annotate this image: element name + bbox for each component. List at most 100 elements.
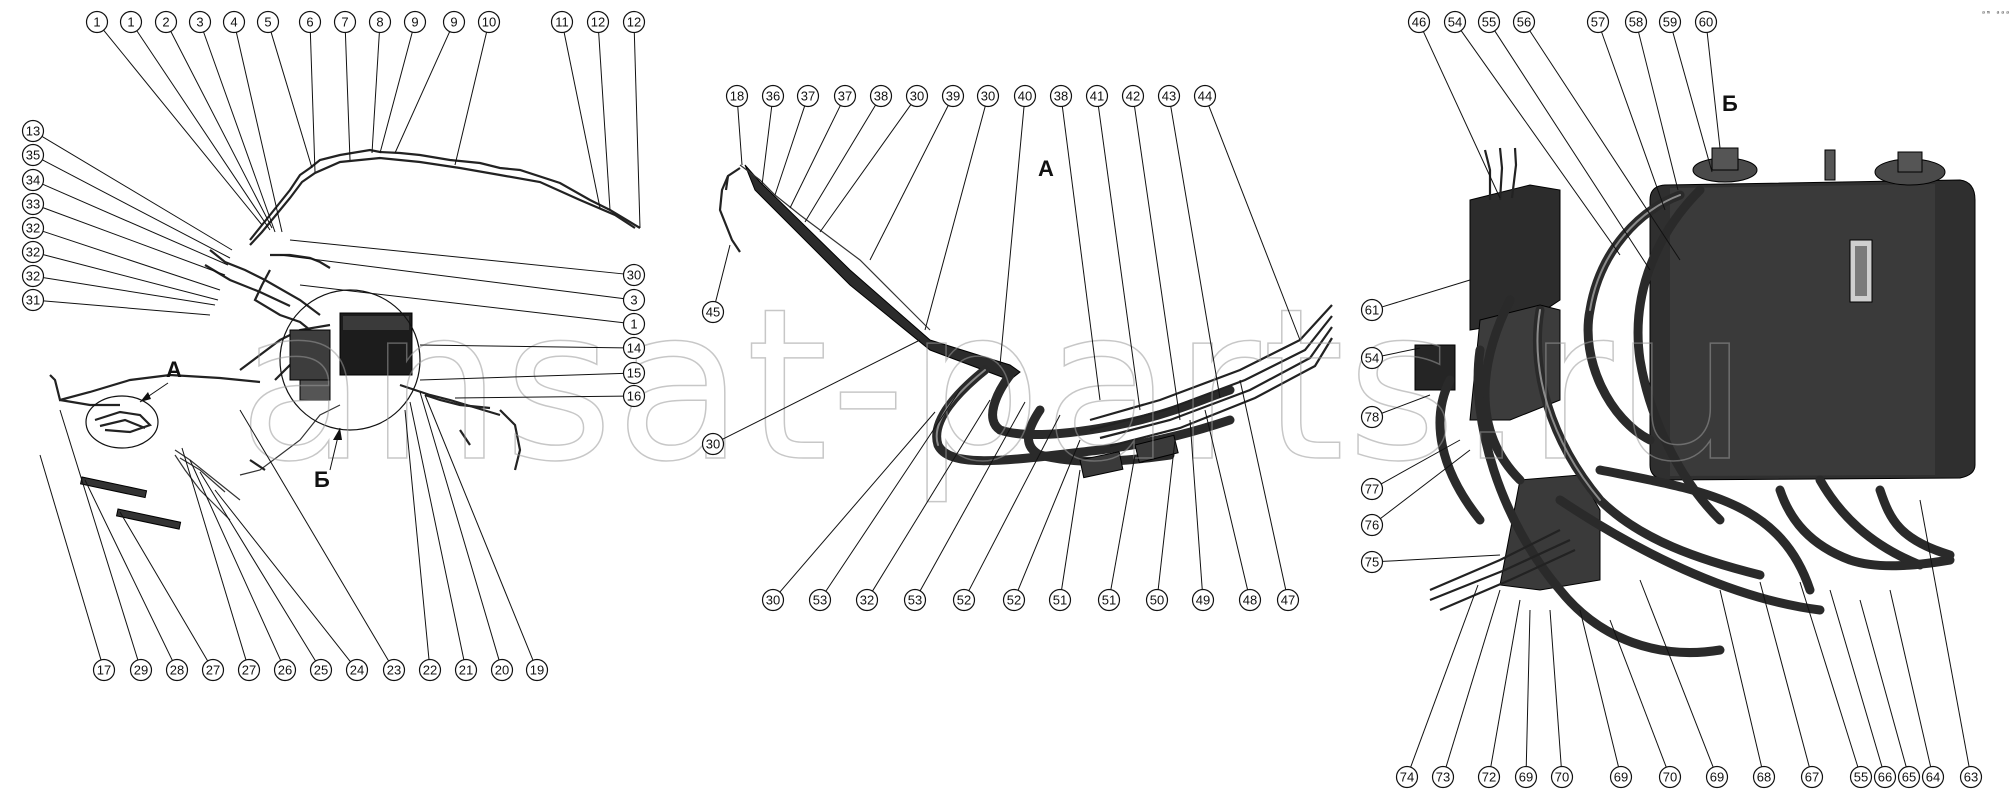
- callout-16: 16: [622, 384, 646, 408]
- callout-11: 11: [550, 10, 574, 34]
- callout-circle: [1085, 84, 1109, 108]
- callout-78: 78: [1360, 405, 1384, 429]
- leader-line-43: [1170, 106, 1221, 399]
- leader-line-22: [404, 409, 430, 660]
- callout-4: 4: [222, 10, 246, 34]
- callout-number: 45: [706, 305, 720, 320]
- callout-number: 29: [134, 663, 148, 678]
- leader-line-46: [1422, 31, 1501, 199]
- leader-line-30: [924, 106, 986, 331]
- leader-line-30: [722, 339, 921, 440]
- callout-circle: [1477, 10, 1501, 34]
- callout-circle: [382, 658, 406, 682]
- callout-72: 72: [1477, 765, 1501, 789]
- callout-circle: [550, 10, 574, 34]
- leader-line-57: [1601, 31, 1666, 211]
- callout-36: 36: [761, 84, 785, 108]
- callout-33: 33: [21, 192, 45, 216]
- leader-line-51: [1110, 454, 1136, 590]
- callout-52: 52: [1002, 588, 1026, 612]
- leader-line-18: [737, 106, 743, 166]
- callout-55: 55: [1477, 10, 1501, 34]
- callout-circle: [808, 588, 832, 612]
- callout-circle: [237, 658, 261, 682]
- leader-line-72: [1490, 599, 1521, 767]
- callout-number: 24: [350, 663, 364, 678]
- callout-circle: [701, 300, 725, 324]
- callout-circle: [119, 10, 143, 34]
- callout-67: 67: [1800, 765, 1824, 789]
- callout-30: 30: [761, 588, 785, 612]
- callout-circle: [256, 10, 280, 34]
- callout-26: 26: [273, 658, 297, 682]
- callout-circle: [273, 658, 297, 682]
- callout-circle: [154, 10, 178, 34]
- leader-line-65: [1859, 599, 1907, 768]
- callout-number: 34: [26, 173, 40, 188]
- callout-number: 67: [1805, 770, 1819, 785]
- leader-line-66: [1829, 589, 1883, 768]
- leader-line-55: [1494, 30, 1651, 271]
- callout-3: 3: [188, 10, 212, 34]
- leader-line-68: [1719, 589, 1763, 767]
- callout-number: 69: [1614, 770, 1628, 785]
- leader-line-31: [43, 300, 211, 316]
- callout-circle: [165, 658, 189, 682]
- callout-47: 47: [1276, 588, 1300, 612]
- callout-circle: [586, 10, 610, 34]
- callout-53: 53: [903, 588, 927, 612]
- callout-circle: [725, 84, 749, 108]
- callout-8: 8: [368, 10, 392, 34]
- callout-3: 3: [622, 288, 646, 312]
- callout-number: 74: [1400, 770, 1414, 785]
- callout-number: 78: [1365, 410, 1379, 425]
- callout-52: 52: [952, 588, 976, 612]
- callout-number: 4: [230, 15, 237, 30]
- leader-line-67: [1759, 581, 1810, 767]
- leader-line-48: [1204, 409, 1249, 590]
- callout-number: 12: [591, 15, 605, 30]
- callout-number: 69: [1710, 770, 1724, 785]
- callout-number: 73: [1436, 770, 1450, 785]
- callout-58: 58: [1624, 10, 1648, 34]
- leader-line-75: [1382, 554, 1501, 562]
- leader-line-69: [1579, 609, 1619, 767]
- callout-number: 32: [860, 593, 874, 608]
- callout-number: 66: [1878, 770, 1892, 785]
- callout-number: 72: [1482, 770, 1496, 785]
- callout-69: 69: [1705, 765, 1729, 789]
- callout-number: 20: [495, 663, 509, 678]
- leader-line-69: [1639, 579, 1714, 768]
- callout-number: 26: [278, 663, 292, 678]
- callout-number: 9: [450, 15, 457, 30]
- callout-number: 54: [1448, 15, 1462, 30]
- callout-74: 74: [1395, 765, 1419, 789]
- callout-number: 25: [314, 663, 328, 678]
- leader-line-16: [454, 395, 624, 399]
- callout-circle: [1752, 765, 1776, 789]
- callout-77: 77: [1360, 477, 1384, 501]
- callout-circle: [85, 10, 109, 34]
- callout-circle: [129, 658, 153, 682]
- callout-circle: [21, 216, 45, 240]
- callout-32: 32: [855, 588, 879, 612]
- callout-circle: [622, 336, 646, 360]
- callout-number: 21: [459, 663, 473, 678]
- callout-circle: [1157, 84, 1181, 108]
- leader-line-59: [1672, 31, 1713, 173]
- callout-circle: [952, 588, 976, 612]
- callout-57: 57: [1586, 10, 1610, 34]
- callout-number: 44: [1198, 89, 1212, 104]
- leader-line-27: [181, 447, 247, 661]
- callout-23: 23: [382, 658, 406, 682]
- callout-number: 68: [1757, 770, 1771, 785]
- callout-41: 41: [1085, 84, 1109, 108]
- callout-number: 57: [1591, 15, 1605, 30]
- callout-number: 63: [1964, 770, 1978, 785]
- callout-17: 17: [92, 658, 116, 682]
- leader-line-73: [1445, 589, 1501, 768]
- callout-59: 59: [1658, 10, 1682, 34]
- callout-number: 30: [910, 89, 924, 104]
- callout-circle: [490, 658, 514, 682]
